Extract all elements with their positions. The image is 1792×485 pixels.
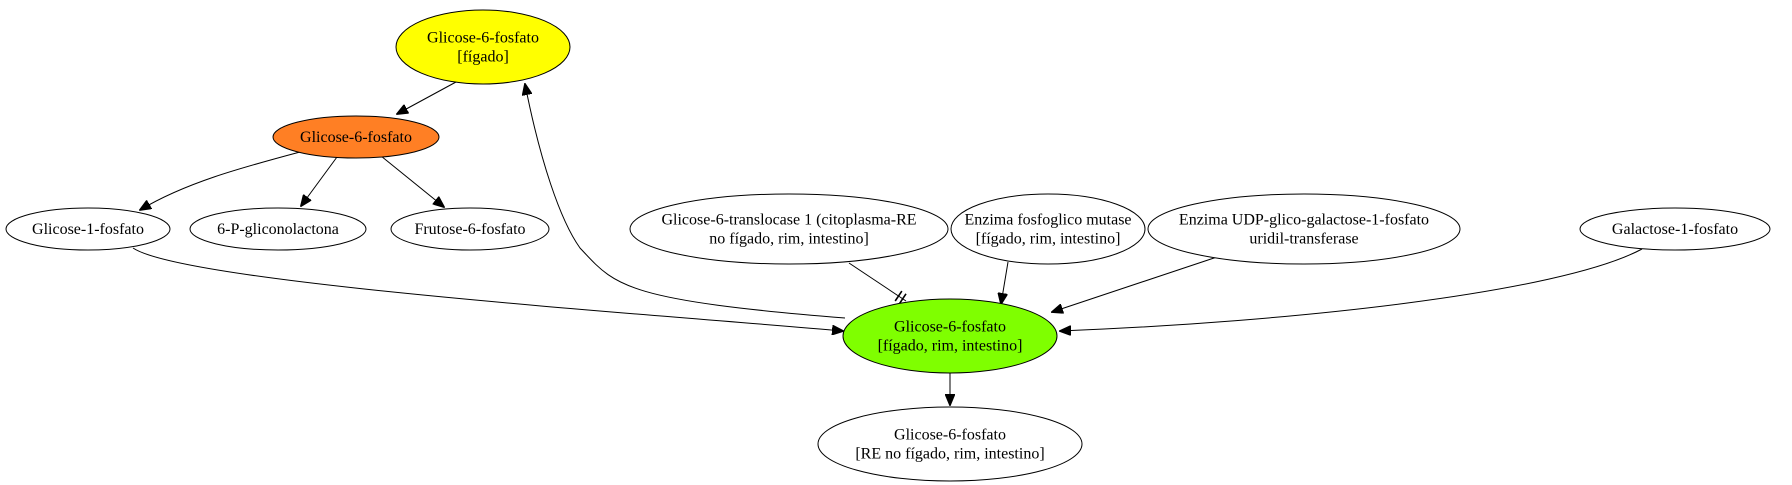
tee-bar-icon bbox=[898, 293, 907, 305]
edge-g1p-to-g6p_green bbox=[132, 247, 843, 331]
node-ellipse bbox=[629, 193, 949, 265]
node-ellipse bbox=[390, 207, 550, 251]
node-label: Glicose-6-translocase 1 (citoplasma-RE bbox=[661, 212, 916, 229]
node-g6p_orange: Glicose-6-fosfato bbox=[272, 115, 440, 159]
node-ellipse bbox=[272, 115, 440, 159]
node-label: Galactose-1-fosfato bbox=[1612, 221, 1738, 238]
node-label: Glicose-6-fosfato bbox=[894, 427, 1006, 444]
edge-g6p_orange-to-g1p bbox=[140, 151, 301, 210]
node-ellipse bbox=[817, 406, 1083, 482]
node-label: Glicose-6-fosfato bbox=[427, 30, 539, 47]
node-label: Enzima UDP-glico-galactose-1-fosfato bbox=[1179, 212, 1429, 229]
nodes: Glicose-6-fosfato[fígado]Glicose-6-fosfa… bbox=[5, 9, 1771, 482]
node-label: 6-P-gliconolactona bbox=[217, 221, 339, 238]
tee-bar-icon bbox=[894, 290, 903, 302]
node-udp: Enzima UDP-glico-galactose-1-fosfato urid… bbox=[1147, 193, 1461, 265]
edge-udp-to-g6p_green bbox=[1052, 255, 1221, 312]
node-label: [fígado, rim, intestino] bbox=[976, 231, 1121, 248]
node-label: [fígado] bbox=[457, 49, 509, 66]
node-ellipse bbox=[950, 193, 1146, 265]
node-ellipse bbox=[842, 298, 1058, 374]
node-g6p_re: Glicose-6-fosfato [RE no fígado, rim, int… bbox=[817, 406, 1083, 482]
node-translocase: Glicose-6-translocase 1 (citoplasma-RE no… bbox=[629, 193, 949, 265]
node-label: Glicose-6-fosfato bbox=[300, 129, 412, 146]
node-f6p: Frutose-6-fosfato bbox=[390, 207, 550, 251]
node-g1p: Glicose-1-fosfato bbox=[5, 207, 171, 251]
edge-translocase-to-g6p_green bbox=[848, 262, 907, 302]
node-gal1p: Galactose-1-fosfato bbox=[1579, 207, 1771, 251]
node-mutase: Enzima fosfoglico mutase [fígado, rim, in… bbox=[950, 193, 1146, 265]
edge-g6p_orange-to-gliconolactona bbox=[301, 156, 338, 206]
node-label: [fígado, rim, intestino] bbox=[878, 338, 1023, 355]
node-g6p_figado: Glicose-6-fosfato [fígado] bbox=[395, 9, 571, 85]
edge-mutase-to-g6p_green bbox=[1001, 261, 1009, 304]
node-ellipse bbox=[1579, 207, 1771, 251]
node-label: Glicose-1-fosfato bbox=[32, 221, 144, 238]
node-label: Glicose-6-fosfato bbox=[894, 319, 1006, 336]
edge-g6p_green-to-g6p_figado bbox=[525, 84, 846, 319]
node-label: uridil-transferase bbox=[1249, 231, 1358, 248]
node-g6p_green: Glicose-6-fosfato [fígado, rim, intestino… bbox=[842, 298, 1058, 374]
node-label: no fígado, rim, intestino] bbox=[709, 231, 869, 248]
node-label: Enzima fosfoglico mutase bbox=[964, 212, 1131, 229]
node-ellipse bbox=[189, 207, 367, 251]
node-label: Frutose-6-fosfato bbox=[414, 221, 525, 238]
edge-g6p_orange-to-f6p bbox=[380, 155, 444, 207]
edge-gal1p-to-g6p_green bbox=[1060, 248, 1643, 331]
node-gliconolactona: 6-P-gliconolactona bbox=[189, 207, 367, 251]
node-ellipse bbox=[1147, 193, 1461, 265]
node-ellipse bbox=[395, 9, 571, 85]
edges bbox=[132, 81, 1643, 405]
node-label: [RE no fígado, rim, intestino] bbox=[855, 446, 1044, 463]
edge-g6p_figado-to-g6p_orange bbox=[397, 81, 457, 114]
node-ellipse bbox=[5, 207, 171, 251]
